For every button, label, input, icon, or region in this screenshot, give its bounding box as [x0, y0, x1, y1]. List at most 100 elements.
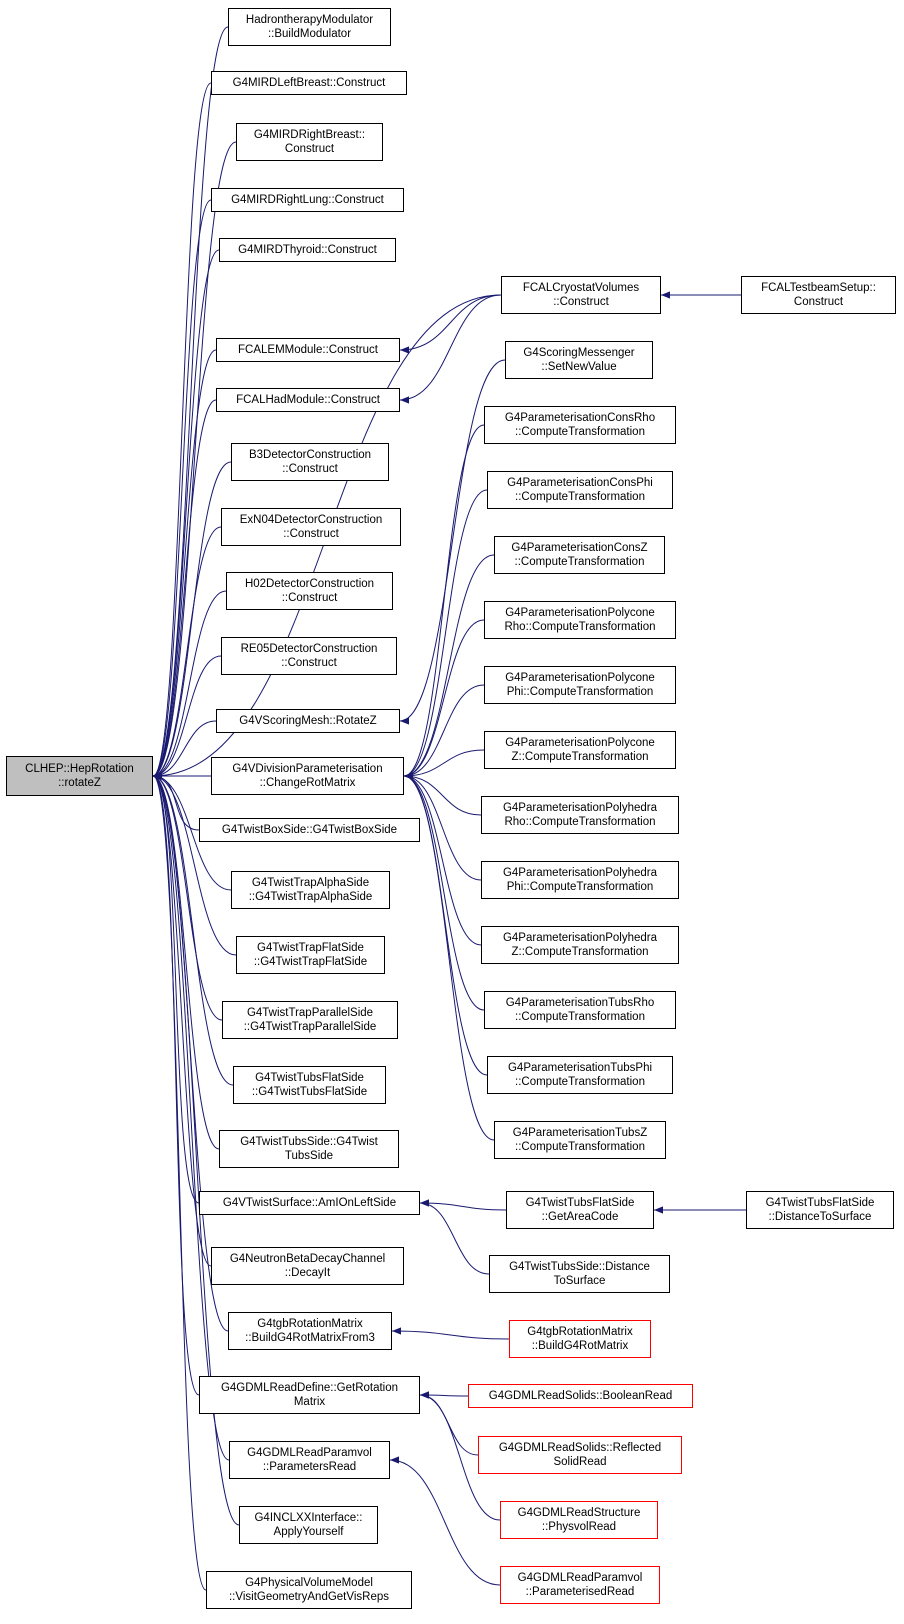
node-fcalEM[interactable]: FCALEMModule::Construct: [216, 338, 400, 362]
node-mirdRightLung[interactable]: G4MIRDRightLung::Construct: [211, 188, 404, 212]
node-h02[interactable]: H02DetectorConstruction::Construct: [226, 572, 393, 610]
node-gdmlSolidsBoolean[interactable]: G4GDMLReadSolids::BooleanRead: [468, 1384, 693, 1408]
edge-twistTubsSide-to-root: [152, 772, 220, 1150]
edge-inclxx-to-root: [152, 772, 240, 1526]
edge-twistTrapFlat-to-root: [152, 772, 237, 956]
edge-gdmlParamvolParam-to-gdmlParamvol: [389, 1456, 501, 1586]
node-label-line: G4ParameterisationPolyhedra: [502, 932, 658, 944]
node-tubsFlatGetArea[interactable]: G4TwistTubsFlatSide::GetAreaCode: [506, 1191, 654, 1229]
edge-fcalHad-to-root: [152, 399, 217, 780]
node-twistTrapParallel[interactable]: G4TwistTrapParallelSide::G4TwistTrapPara…: [222, 1001, 398, 1039]
edge-mirdThyroid-to-root: [152, 249, 220, 780]
node-root: CLHEP::HepRotation::rotateZ: [6, 756, 153, 796]
edge-twistTrapAlpha-to-root: [152, 772, 232, 891]
node-label-line: H02DetectorConstruction: [244, 578, 375, 590]
node-pTubsPhi[interactable]: G4ParameterisationTubsPhi::ComputeTransf…: [487, 1056, 673, 1094]
node-label-line: G4ParameterisationTubsRho: [505, 997, 655, 1009]
node-label-line: ::Construct: [283, 528, 339, 540]
node-label-line: FCALCryostatVolumes: [522, 282, 640, 294]
node-tgbFrom3[interactable]: G4tgbRotationMatrix::BuildG4RotMatrixFro…: [228, 1312, 392, 1350]
node-twistTrapFlat[interactable]: G4TwistTrapFlatSide::G4TwistTrapFlatSide: [236, 936, 385, 974]
node-label-line: TubsSide: [284, 1150, 334, 1162]
node-twistTrapAlpha[interactable]: G4TwistTrapAlphaSide::G4TwistTrapAlphaSi…: [231, 871, 390, 909]
node-label-line: ToSurface: [553, 1275, 606, 1287]
node-label-line: G4TwistTrapParallelSide: [246, 1007, 374, 1019]
edge-h02-to-root: [152, 590, 227, 780]
node-twistTubsFlat[interactable]: G4TwistTubsFlatSide::G4TwistTubsFlatSide: [233, 1066, 386, 1104]
node-label-line: G4ScoringMessenger: [523, 347, 635, 359]
node-label-line: G4MIRDRightBreast::: [253, 129, 366, 141]
node-b3[interactable]: B3DetectorConstruction::Construct: [231, 443, 389, 481]
node-label-line: ::SetNewValue: [541, 361, 617, 373]
node-pConsRho[interactable]: G4ParameterisationConsRho::ComputeTransf…: [484, 406, 676, 444]
edge-re05-to-root: [152, 655, 222, 780]
node-fcalHad[interactable]: FCALHadModule::Construct: [216, 388, 400, 412]
node-pConsPhi[interactable]: G4ParameterisationConsPhi::ComputeTransf…: [487, 471, 673, 509]
node-label-line: ::G4TwistTubsFlatSide: [251, 1086, 368, 1098]
node-label-line: B3DetectorConstruction: [248, 449, 372, 461]
node-gdmlParamvol[interactable]: G4GDMLReadParamvol::ParametersRead: [229, 1441, 390, 1479]
node-tubsFlatDist[interactable]: G4TwistTubsFlatSide::DistanceToSurface: [746, 1191, 894, 1229]
node-label-line: SolidRead: [553, 1456, 607, 1468]
node-label-line: ::DecayIt: [284, 1267, 331, 1279]
node-label-line: G4GDMLReadSolids::Reflected: [498, 1442, 662, 1454]
node-scoringMesh[interactable]: G4VScoringMesh::RotateZ: [216, 709, 400, 733]
node-label-line: ::DistanceToSurface: [768, 1211, 872, 1223]
node-scoringMessenger[interactable]: G4ScoringMessenger::SetNewValue: [505, 341, 653, 379]
node-mirdThyroid[interactable]: G4MIRDThyroid::Construct: [219, 238, 396, 262]
node-tgbBuild[interactable]: G4tgbRotationMatrix::BuildG4RotMatrix: [509, 1320, 651, 1358]
node-twistBox[interactable]: G4TwistBoxSide::G4TwistBoxSide: [199, 818, 420, 842]
node-fcalTestbeam[interactable]: FCALTestbeamSetup::Construct: [741, 276, 896, 314]
node-label-line: ::Construct: [281, 592, 338, 604]
edge-pConsRho-to-vdiv: [403, 424, 485, 780]
node-physVolModel[interactable]: G4PhysicalVolumeModel::VisitGeometryAndG…: [206, 1571, 412, 1609]
node-label-line: G4VScoringMesh::RotateZ: [239, 715, 377, 727]
node-label-line: Rho::ComputeTransformation: [504, 816, 656, 828]
node-label-line: ::PhysvolRead: [541, 1521, 617, 1533]
edge-mirdRightLung-to-root: [152, 199, 212, 780]
node-exn04[interactable]: ExN04DetectorConstruction::Construct: [221, 508, 401, 546]
node-label-line: G4TwistTubsSide::Distance: [509, 1261, 650, 1273]
node-pTubsRho[interactable]: G4ParameterisationTubsRho::ComputeTransf…: [484, 991, 676, 1029]
node-pConsZ[interactable]: G4ParameterisationConsZ::ComputeTransfor…: [494, 536, 665, 574]
node-label-line: ::Construct: [553, 296, 609, 308]
node-vTwistSurface[interactable]: G4VTwistSurface::AmIOnLeftSide: [199, 1191, 420, 1215]
node-label-line: Rho::ComputeTransformation: [504, 621, 656, 633]
node-label-line: G4tgbRotationMatrix: [527, 1326, 633, 1338]
node-label-line: G4ParameterisationConsPhi: [507, 477, 653, 489]
edge-twistTrapParallel-to-root: [152, 772, 223, 1021]
node-hadron[interactable]: HadrontherapyModulator::BuildModulator: [228, 8, 391, 46]
node-label-line: G4ParameterisationPolyhedra: [502, 802, 658, 814]
edge-pPolyconeRho-to-vdiv: [403, 619, 485, 780]
node-fcalCryostat[interactable]: FCALCryostatVolumes::Construct: [501, 276, 661, 314]
node-pTubsZ[interactable]: G4ParameterisationTubsZ::ComputeTransfor…: [494, 1121, 666, 1159]
node-neutronBeta[interactable]: G4NeutronBetaDecayChannel::DecayIt: [211, 1247, 404, 1285]
node-vdiv[interactable]: G4VDivisionParameterisation::ChangeRotMa…: [211, 757, 404, 795]
node-label-line: G4GDMLReadStructure: [517, 1507, 641, 1519]
node-mirdRightBreast[interactable]: G4MIRDRightBreast::Construct: [236, 123, 383, 161]
node-mirdLeftBreast[interactable]: G4MIRDLeftBreast::Construct: [211, 71, 407, 95]
node-label-line: G4VTwistSurface::AmIOnLeftSide: [222, 1197, 397, 1209]
node-label-line: Phi::ComputeTransformation: [506, 881, 654, 893]
node-label-line: G4ParameterisationPolyhedra: [502, 867, 658, 879]
edge-mirdLeftBreast-to-root: [152, 82, 212, 780]
node-label-line: Z::ComputeTransformation: [511, 751, 649, 763]
node-label-line: G4ParameterisationPolycone: [505, 607, 655, 619]
node-gdmlStructure[interactable]: G4GDMLReadStructure::PhysvolRead: [500, 1501, 658, 1539]
edge-tubsSideDist-to-vTwistSurface: [419, 1199, 490, 1275]
node-re05[interactable]: RE05DetectorConstruction::Construct: [221, 637, 397, 675]
node-gdmlParamvolParam[interactable]: G4GDMLReadParamvol::ParameterisedRead: [500, 1566, 660, 1604]
node-label-line: ::ComputeTransformation: [515, 1141, 645, 1153]
node-inclxx[interactable]: G4INCLXXInterface::ApplyYourself: [239, 1506, 378, 1544]
